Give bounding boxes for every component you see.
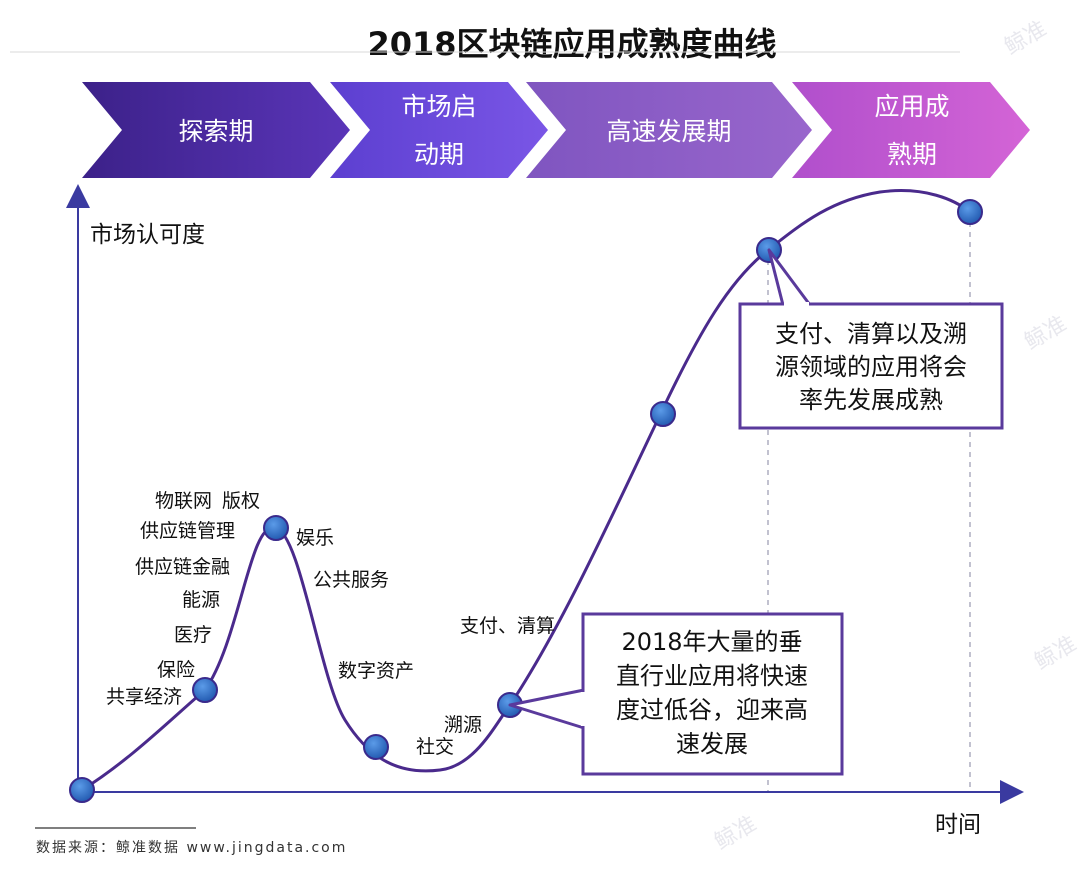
curve-node: [363, 734, 389, 760]
y-axis-label: 市场认可度: [90, 222, 205, 248]
phase-banner: 探索期 市场启 动期 高速发展期 应用成 熟期: [82, 82, 1030, 178]
callout-text-line: 直行业应用将快速: [616, 662, 808, 690]
label-insurance: 保险: [157, 659, 195, 681]
watermark-text: 鲸准: [1001, 17, 1052, 61]
maturity-curve: [81, 189, 971, 792]
callout-text-line: 度过低谷，迎来高: [616, 696, 808, 724]
phase-label: 动期: [414, 140, 464, 169]
phase-label: 应用成: [874, 92, 949, 121]
label-entertainment: 娱乐: [296, 527, 334, 549]
phase-chevron-rapid-growth: [526, 82, 812, 178]
curve-node: [650, 401, 676, 427]
label-public-service: 公共服务: [313, 569, 389, 591]
label-sharing-economy: 共享经济: [106, 686, 182, 708]
application-labels: 物联网 版权 供应链管理 供应链金融 能源 医疗 保险 共享经济 娱乐 公共服务…: [106, 490, 555, 758]
callout-box: [581, 612, 844, 776]
watermark-group: 鲸准 鲸准 鲸准 鲸准: [711, 17, 1080, 856]
callout-pointer: [767, 248, 812, 307]
phase-chevron-maturity: [792, 82, 1030, 178]
phase-chevron-market-launch: [330, 82, 548, 178]
label-energy: 能源: [182, 589, 220, 611]
callout-text-line: 支付、清算以及溯: [775, 320, 967, 348]
callout-text-line: 源领域的应用将会: [775, 353, 967, 381]
label-medical: 医疗: [174, 624, 212, 646]
label-copyright: 版权: [222, 490, 260, 512]
curve-node: [69, 777, 95, 803]
label-iot: 物联网: [155, 490, 212, 512]
callout-text-line: 速发展: [676, 730, 748, 758]
phase-label: 熟期: [887, 140, 937, 169]
callout-text-line: 2018年大量的垂: [621, 628, 802, 656]
callout-pointer: [508, 688, 586, 730]
x-axis-label: 时间: [935, 812, 981, 838]
curve-nodes: [69, 199, 983, 803]
label-supply-chain-finance: 供应链金融: [135, 556, 230, 578]
watermark-text: 鲸准: [1021, 312, 1072, 356]
source-text: 数据来源：鲸准数据 www.jingdata.com: [36, 840, 347, 856]
curve-node: [263, 515, 289, 541]
label-traceability: 溯源: [444, 714, 482, 736]
phase-label: 市场启: [401, 92, 476, 121]
watermark-text: 鲸准: [1031, 632, 1080, 676]
phase-chevron-exploration: [82, 82, 350, 178]
label-payment-clearing: 支付、清算: [460, 615, 555, 637]
phase-label: 高速发展期: [606, 117, 731, 146]
page-title: 2018区块链应用成熟度曲线: [367, 25, 776, 63]
curve-node: [957, 199, 983, 225]
callout-top: 支付、清算以及溯 源领域的应用将会 率先发展成熟: [738, 248, 1004, 430]
phase-label: 探索期: [178, 117, 253, 146]
watermark-text: 鲸准: [711, 812, 762, 856]
label-supply-chain-mgmt: 供应链管理: [140, 520, 235, 542]
label-digital-assets: 数字资产: [338, 660, 414, 682]
curve-node: [192, 677, 218, 703]
callout-text-line: 率先发展成熟: [799, 386, 943, 414]
label-social: 社交: [416, 736, 454, 758]
callout-box: [738, 302, 1004, 430]
callout-bottom: 2018年大量的垂 直行业应用将快速 度过低谷，迎来高 速发展: [508, 612, 844, 776]
